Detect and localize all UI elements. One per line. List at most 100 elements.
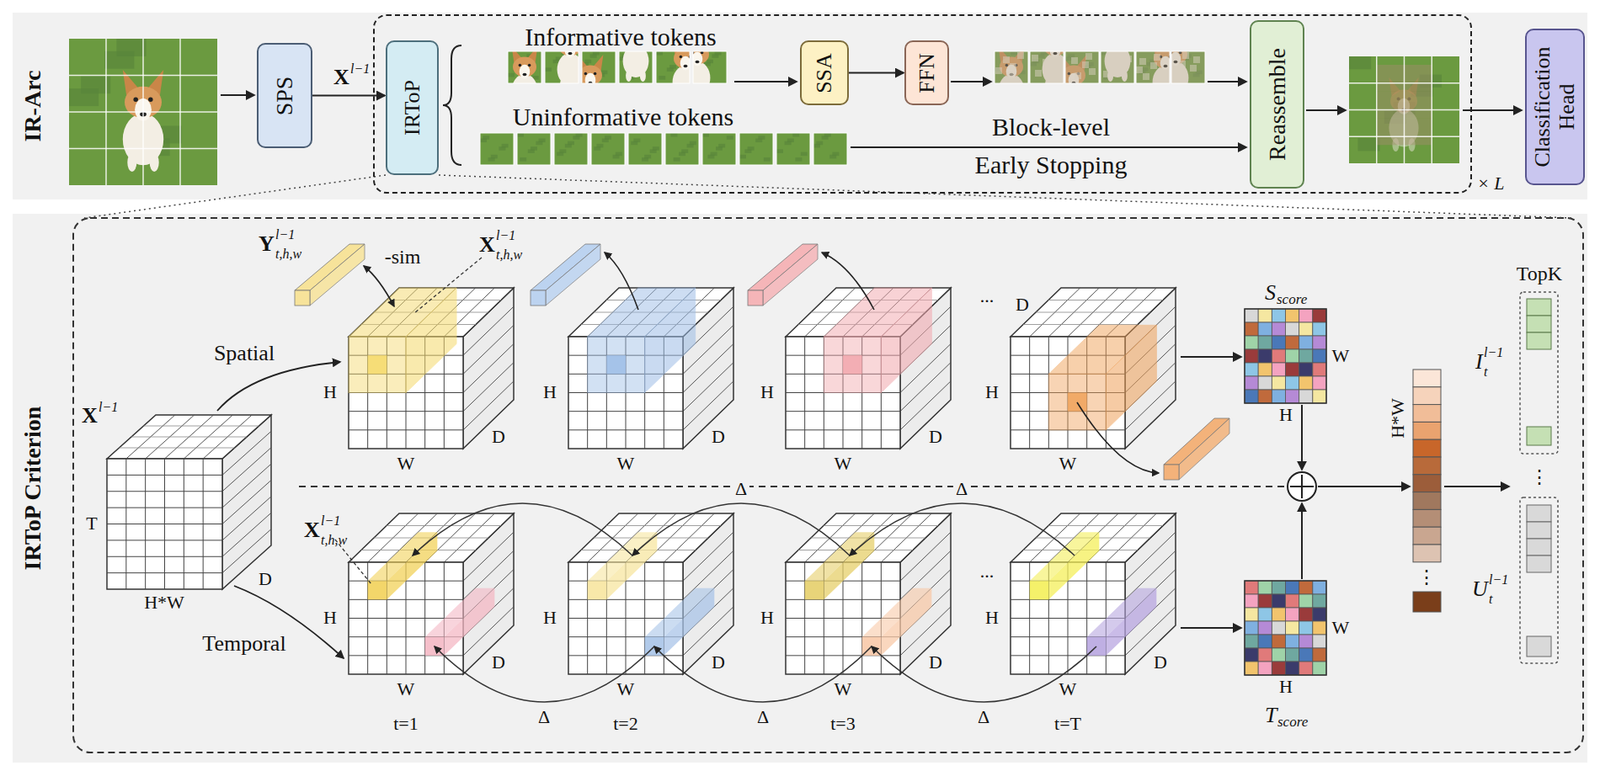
patch-border — [665, 133, 699, 166]
matrix-cell — [1258, 309, 1272, 323]
matrix-cell — [1271, 661, 1286, 676]
panel-ground — [12, 213, 1588, 763]
patch-border — [1029, 51, 1064, 84]
matrix-cell — [1299, 376, 1313, 390]
matrix-cell — [1285, 621, 1300, 635]
patch-noise — [1110, 59, 1118, 67]
curved-arrow — [632, 503, 850, 556]
matrix-cell — [1312, 661, 1327, 676]
highlight-region — [348, 288, 457, 394]
cube-grid — [106, 556, 223, 558]
grass — [1029, 51, 1064, 84]
cube-hatch — [222, 464, 272, 508]
grass-texture — [602, 138, 609, 143]
patch-grid — [69, 111, 218, 113]
axis-letter: H — [543, 608, 557, 628]
feature-vector — [294, 244, 365, 306]
axis-letter: H*W — [1388, 398, 1408, 439]
dog-shape — [149, 153, 160, 172]
math-symbol: Y — [258, 233, 275, 256]
matrix-cell — [1244, 349, 1259, 363]
grass-texture — [641, 157, 649, 162]
axis-letter: W — [617, 454, 635, 474]
matrix-cell — [1312, 322, 1327, 336]
grass-texture — [498, 146, 506, 151]
vector-front — [805, 581, 825, 600]
patch-border — [591, 133, 625, 166]
output-image — [1349, 56, 1460, 164]
matrix-cell — [1244, 389, 1259, 404]
cube-slice — [1048, 299, 1163, 301]
dog-shape — [560, 78, 566, 84]
highlight-front — [348, 336, 406, 394]
superscript: l−1 — [275, 228, 295, 242]
matrix-border — [1244, 309, 1327, 404]
matrix-cell — [1244, 621, 1259, 635]
grass — [628, 133, 662, 166]
grass-texture — [755, 138, 763, 143]
patch-fade — [1404, 64, 1433, 92]
axis-letter: H — [1279, 405, 1293, 425]
curved-arrow — [363, 266, 395, 307]
cube-hatch — [463, 325, 514, 374]
highlight-region — [587, 288, 696, 394]
dog-shape — [679, 55, 683, 59]
grass-texture — [715, 146, 723, 151]
matrix-cell — [1312, 362, 1327, 377]
curved-arrow — [849, 503, 1075, 556]
cube-grid — [785, 429, 901, 431]
grass-texture — [792, 133, 800, 138]
cube-slice — [823, 525, 939, 527]
vector-side — [545, 244, 601, 306]
grass-texture — [813, 144, 821, 149]
matrix-cell — [1299, 309, 1313, 323]
matrix-cell — [1271, 389, 1286, 404]
grass — [1349, 56, 1460, 164]
patch-border — [693, 51, 727, 84]
axis-letter: W — [397, 680, 416, 699]
vector-side — [1105, 588, 1157, 656]
grass-texture — [544, 67, 552, 72]
curved-arrow — [604, 252, 639, 310]
module-box: Reassemble — [1249, 20, 1305, 189]
axis-letter: W — [834, 454, 853, 474]
grass-texture — [565, 144, 572, 149]
patch-noise — [1009, 63, 1017, 70]
cube-grid — [1010, 599, 1126, 601]
cube-hatch — [463, 344, 514, 394]
vector-cell — [1413, 457, 1441, 475]
matrix-cell — [1244, 594, 1259, 608]
grass-texture — [702, 133, 710, 138]
vector-cell — [1413, 369, 1441, 388]
arrow — [1306, 109, 1346, 112]
grass-texture — [590, 53, 598, 59]
patch-fade — [994, 51, 1029, 84]
axis-letter: W — [1332, 618, 1350, 638]
cube-grid — [568, 655, 683, 656]
grass-texture — [593, 146, 601, 151]
highlight-front — [587, 336, 646, 394]
matrix-cell — [1285, 349, 1300, 363]
cube-slice — [606, 525, 721, 527]
vector-front — [294, 290, 310, 306]
vector-front — [1163, 464, 1179, 480]
cube-grid — [785, 599, 901, 601]
grass-texture — [517, 133, 524, 138]
temporal-vector — [645, 588, 715, 656]
axis-letter: D — [491, 653, 506, 672]
token-cell — [1526, 522, 1552, 539]
math-symbol: X — [81, 405, 98, 427]
token-patch — [480, 133, 514, 166]
score-name: S — [1264, 282, 1276, 304]
grass — [776, 133, 811, 166]
dashed-divider — [298, 485, 1286, 488]
group-title: Informative tokens — [524, 24, 716, 50]
token-cell — [1526, 426, 1552, 446]
dog-shape — [640, 69, 646, 82]
axis-letter: W — [834, 680, 853, 699]
token-patch — [544, 51, 579, 84]
axis-letter: D — [711, 427, 726, 447]
matrix-cell — [1244, 362, 1259, 377]
patch-fade — [1029, 51, 1064, 84]
